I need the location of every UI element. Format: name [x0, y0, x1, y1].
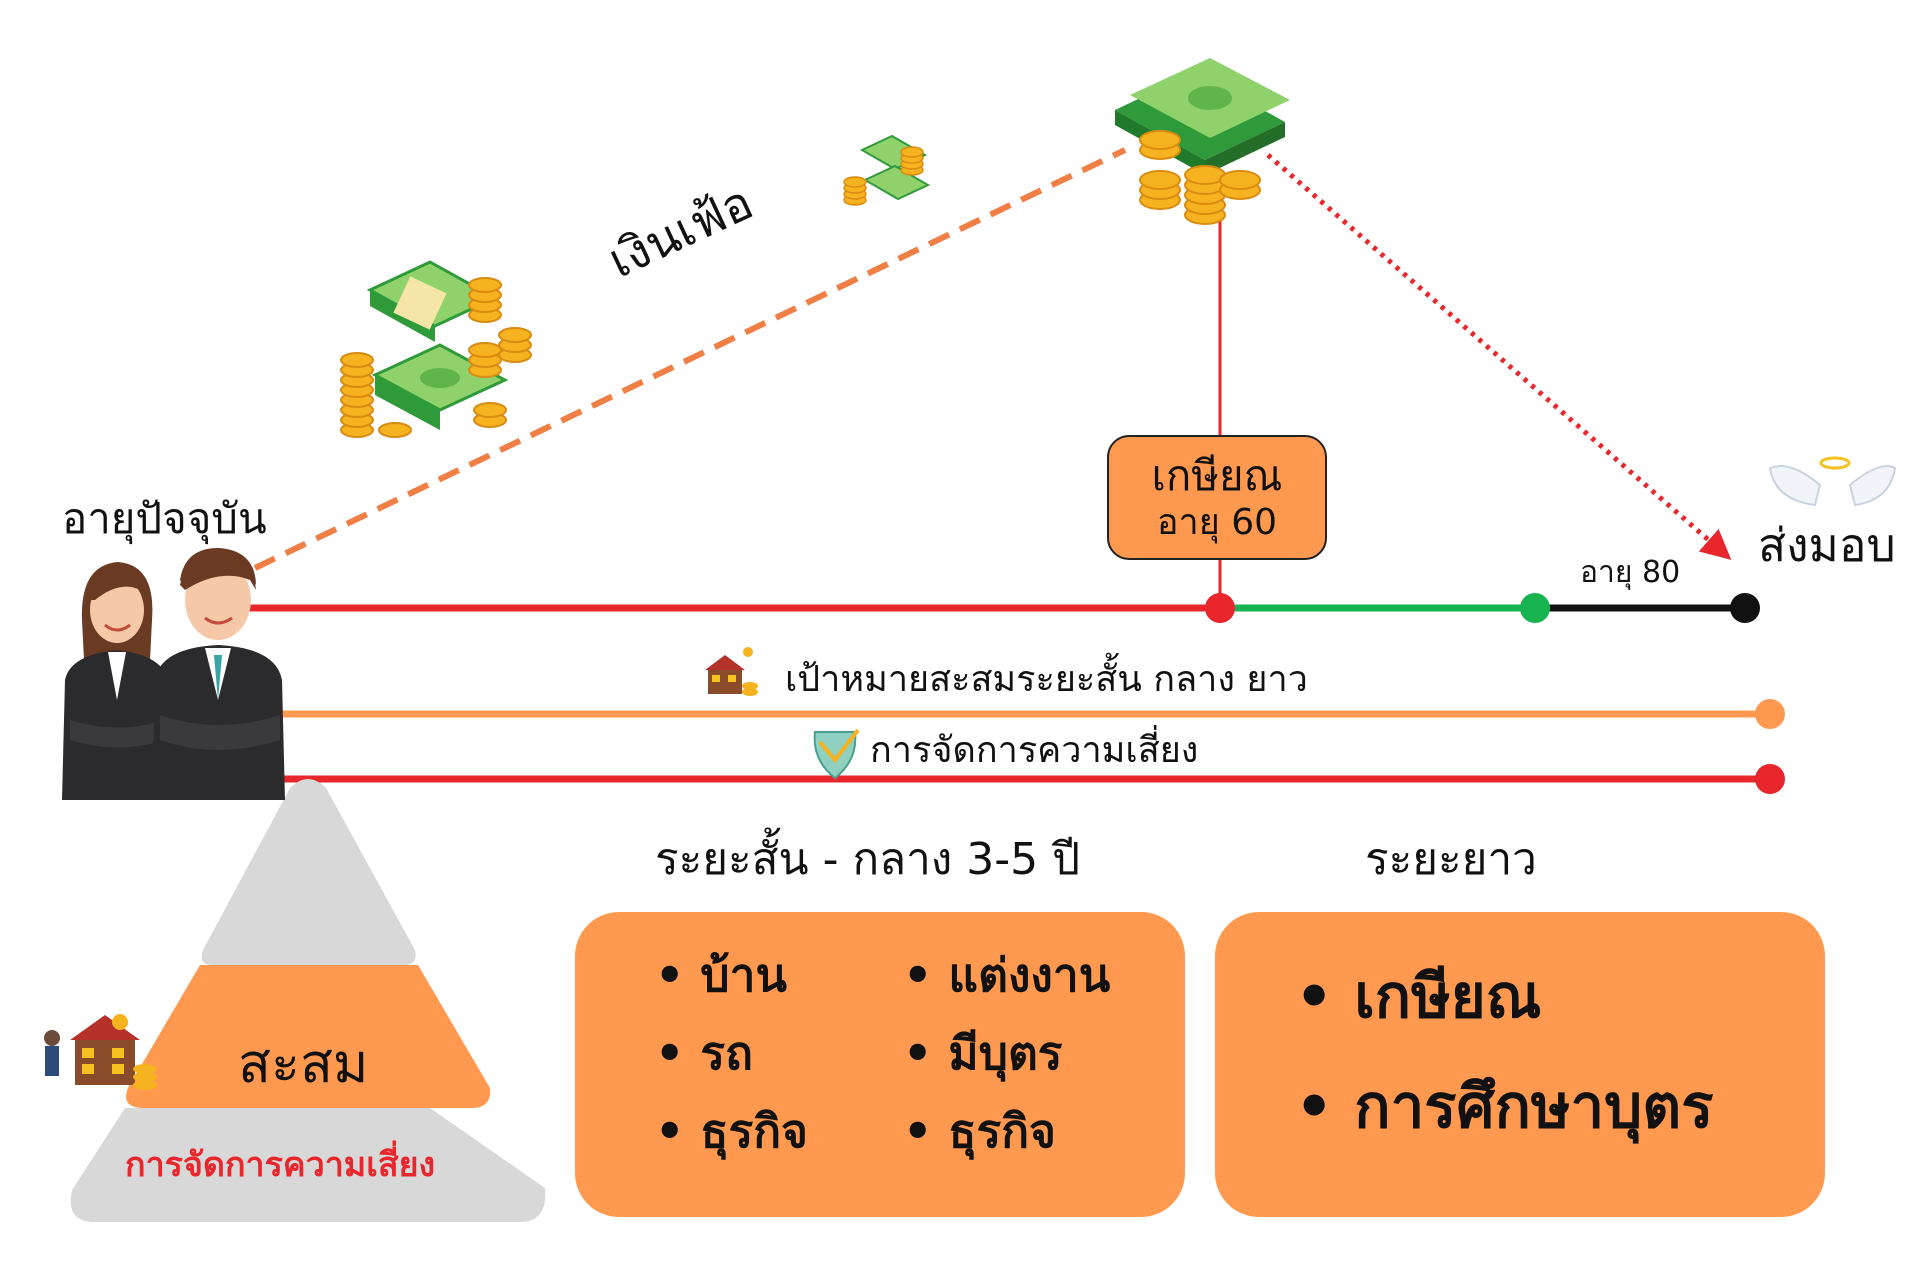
- pyramid-bottom: [70, 1108, 546, 1222]
- pyramid-middle: [126, 965, 491, 1108]
- current-age-label: อายุปัจจุบัน: [62, 494, 267, 543]
- pyramid-middle-label: สะสม: [238, 1032, 369, 1095]
- goal-line-label: เป้าหมายสะสมระยะสั้น กลาง ยาว: [785, 659, 1308, 700]
- pyramid: [70, 779, 546, 1222]
- short-mid-col1: • บ้าน • รถ • ธุรกิจ: [655, 952, 808, 1186]
- inflation-dashed-line: [253, 147, 1127, 571]
- age80-label: อายุ 80: [1580, 555, 1681, 590]
- short-mid-item: • ธุรกิจ: [903, 1104, 1057, 1158]
- house-savings-icon-large: [44, 1014, 157, 1090]
- businessman-icon: [152, 548, 285, 800]
- short-mid-item: • แต่งงาน: [903, 948, 1111, 1002]
- long-term-list: • เกษียณ • การศึกษาบุตร: [1295, 967, 1713, 1187]
- long-term-goals-box: • เกษียณ • การศึกษาบุตร: [1215, 912, 1825, 1217]
- angel-wings-icon: [1768, 456, 1897, 507]
- legacy-dotted-arrow: [1266, 153, 1732, 560]
- retire-point: [1205, 593, 1235, 623]
- long-term-item: • เกษียณ: [1295, 962, 1542, 1032]
- short-mid-item: • บ้าน: [655, 948, 787, 1002]
- pyramid-top: [201, 779, 416, 965]
- money-stack-icon: [340, 58, 1290, 438]
- risk-line-end: [1755, 764, 1785, 794]
- businesswoman-icon: [62, 562, 170, 800]
- long-title: ระยะยาว: [1365, 834, 1537, 885]
- house-savings-icon: [705, 647, 758, 696]
- short-mid-title: ระยะสั้น - กลาง 3-5 ปี: [655, 834, 1081, 885]
- legacy-label: ส่งมอบ: [1758, 518, 1896, 572]
- shield-growth-icon: [813, 728, 860, 780]
- short-mid-goals-box: • บ้าน • รถ • ธุรกิจ • แต่งงาน • มีบุตร …: [575, 912, 1185, 1217]
- short-mid-item: • ธุรกิจ: [655, 1104, 809, 1158]
- short-mid-item: • รถ: [655, 1026, 753, 1080]
- short-mid-item: • มีบุตร: [903, 1026, 1063, 1080]
- risk-line-label: การจัดการความเสี่ยง: [870, 730, 1199, 771]
- short-mid-col2: • แต่งงาน • มีบุตร • ธุรกิจ: [903, 952, 1110, 1186]
- retire-age: อายุ 60: [1156, 502, 1278, 543]
- age80-point: [1520, 593, 1550, 623]
- pyramid-bottom-label: การจัดการความเสี่ยง: [125, 1145, 436, 1185]
- long-term-item: • การศึกษาบุตร: [1295, 1072, 1714, 1142]
- end-point: [1730, 593, 1760, 623]
- retire-title: เกษียณ: [1151, 451, 1283, 500]
- goal-line-end: [1755, 699, 1785, 729]
- retire-box: เกษียณ อายุ 60: [1107, 435, 1327, 560]
